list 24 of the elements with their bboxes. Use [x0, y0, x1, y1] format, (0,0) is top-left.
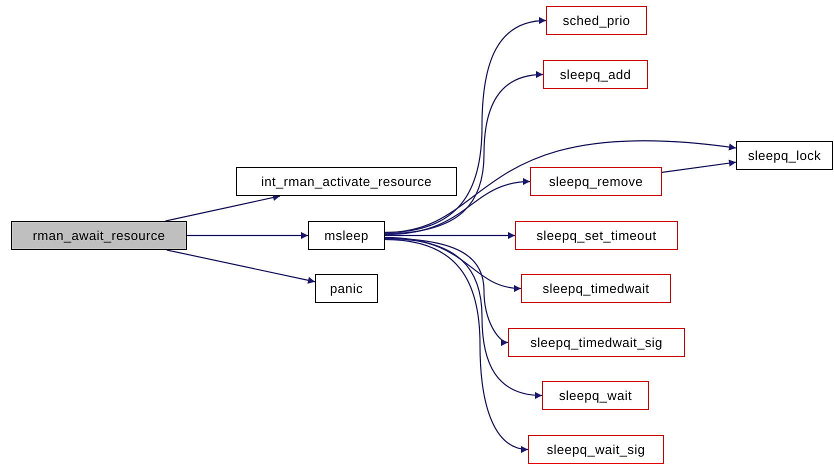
arrow [384, 178, 530, 236]
arrow [385, 232, 515, 239]
function-box: sleepq_timedwait [521, 274, 671, 303]
function-box: int_rman_activate_resource [236, 167, 457, 196]
function-box: rman_await_resource [11, 221, 187, 250]
function-box: sched_prio [546, 6, 647, 35]
function-box: sleepq_wait [542, 381, 649, 410]
function-box: sleepq_set_timeout [515, 221, 678, 250]
function-box: msleep [308, 221, 385, 250]
arrow [384, 238, 542, 399]
function-box: sleepq_lock [736, 141, 833, 170]
function-box: sleepq_wait_sig [528, 435, 664, 464]
arrow [662, 160, 736, 173]
arrow [166, 249, 316, 284]
arrow [384, 71, 544, 234]
function-box: sleepq_timedwait_sig [508, 328, 685, 357]
arrow [187, 232, 308, 239]
arrow [165, 194, 280, 222]
function-box: sleepq_add [543, 60, 648, 89]
arrow [384, 238, 528, 452]
function-box: sleepq_remove [530, 167, 662, 196]
arrow [384, 140, 736, 234]
function-box: panic [315, 274, 378, 303]
arrow [384, 236, 522, 292]
